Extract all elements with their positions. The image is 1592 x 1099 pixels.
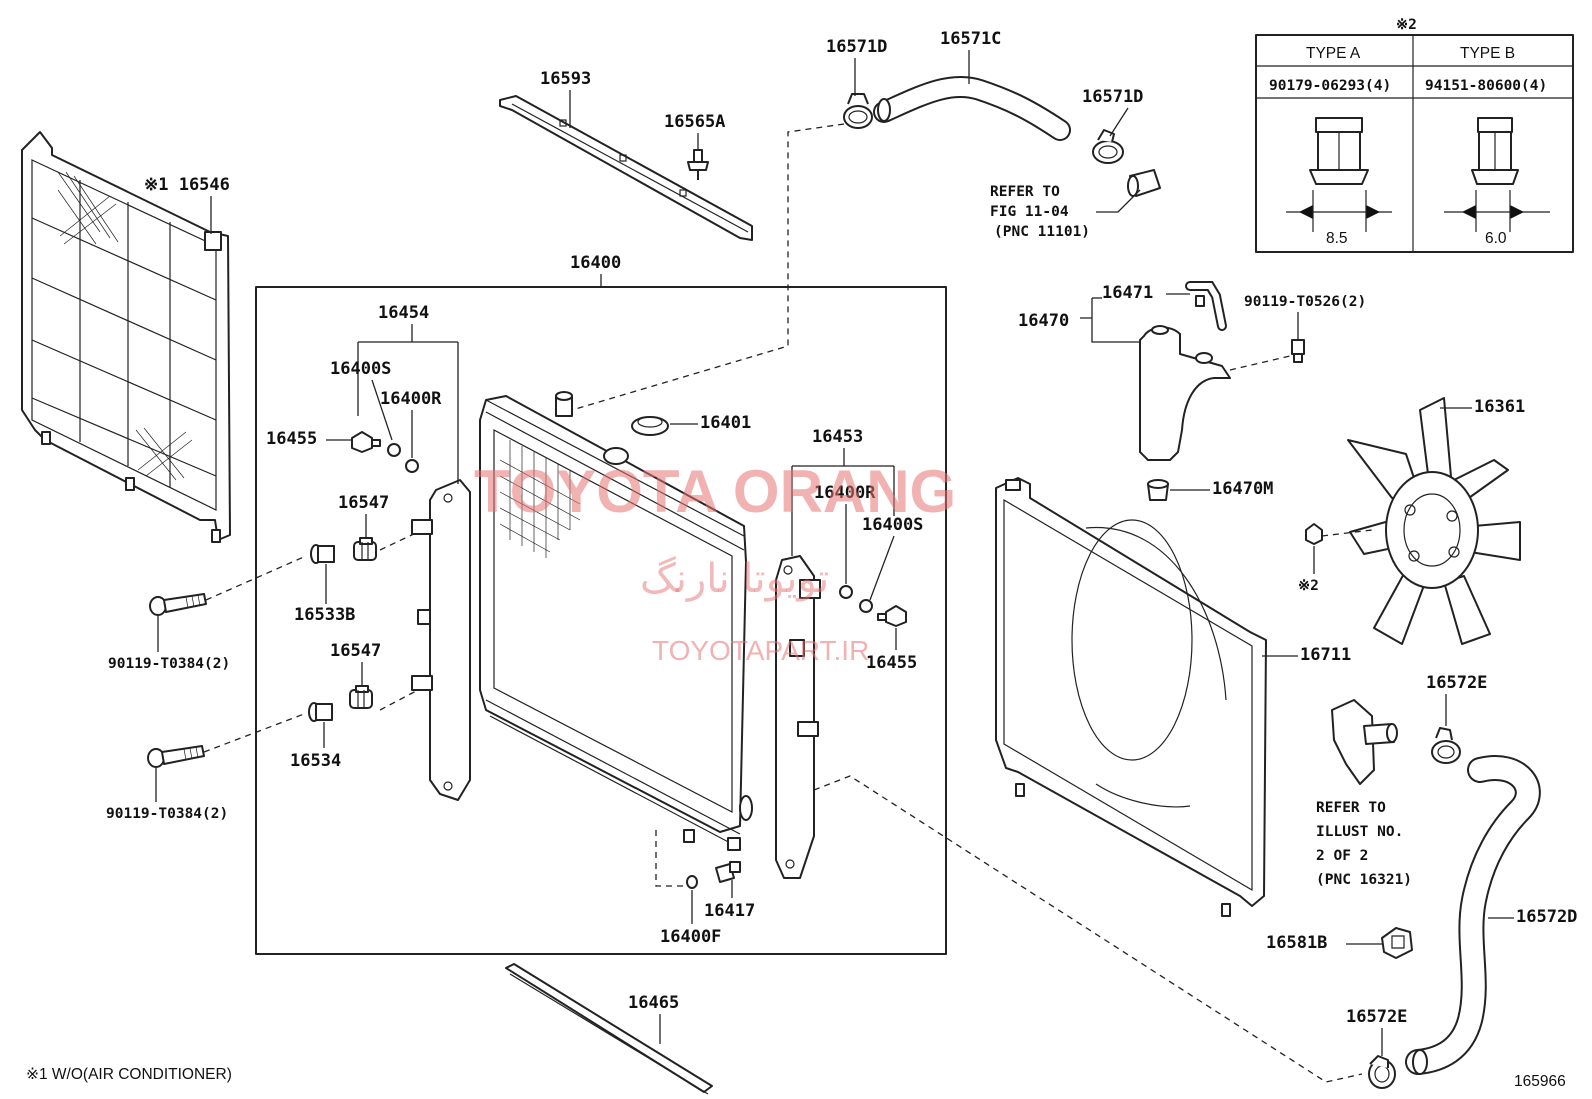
- bolt-90119-T0384-bottom: [147, 745, 205, 768]
- label-bolt-reservoir: 90119-T0526(2): [1244, 294, 1366, 310]
- label-16400S-right: 16400S: [862, 515, 923, 535]
- refer-illust-line3: 2 OF 2: [1316, 848, 1368, 864]
- bolt-16455-right: [877, 605, 907, 627]
- hose-clamp-16572E-top: [1431, 727, 1461, 764]
- cooling-fan-16361: [1347, 397, 1521, 645]
- label-bolt-top: 90119-T0384(2): [108, 656, 230, 672]
- label-16400R-right: 16400R: [814, 483, 876, 503]
- watermark: TOYOTA ORANG تویوتا نارنگ TOYOTAPART.IR: [474, 458, 956, 666]
- type-a-part-number: 90179-06293(4): [1269, 78, 1391, 94]
- label-16571C: 16571C: [940, 29, 1001, 49]
- label-16546: ※1 16546: [144, 175, 230, 195]
- label-16572D: 16572D: [1516, 907, 1577, 927]
- seal-16400S-right: [859, 599, 873, 613]
- type-b-dimension: 6.0: [1485, 230, 1507, 247]
- label-16361: 16361: [1474, 397, 1525, 417]
- label-16571D-right: 16571D: [1082, 87, 1143, 107]
- label-16593: 16593: [540, 69, 591, 89]
- bolt-90119-T0526: [1291, 339, 1305, 363]
- hose-clip-16581B: [1381, 927, 1413, 959]
- bolt-90119-T0384-top: [149, 593, 207, 616]
- label-16571D-top: 16571D: [826, 37, 887, 57]
- label-16572E-top: 16572E: [1426, 673, 1487, 693]
- refer-fig-line2: FIG 11-04: [990, 204, 1069, 220]
- water-inlet-fitting: [1331, 699, 1398, 785]
- label-16400R-left: 16400R: [380, 389, 442, 409]
- grommet-16547-bottom: [349, 685, 373, 709]
- watermark-site: TOYOTAPART.IR: [652, 635, 869, 666]
- label-16400: 16400: [570, 253, 621, 273]
- hose-clamp-16571D-right: [1092, 129, 1124, 164]
- seal-strip-16465: [505, 963, 713, 1095]
- figure-number: 165966: [1514, 1073, 1566, 1090]
- label-16453: 16453: [812, 427, 863, 447]
- bolt-16455-left: [351, 431, 381, 453]
- grommet-16547-top: [353, 537, 377, 561]
- label-bolt-bottom: 90119-T0384(2): [106, 806, 228, 822]
- watermark-persian: تویوتا نارنگ: [640, 556, 829, 602]
- type-b-flange-nut-icon: [1471, 117, 1519, 185]
- type-b-header: TYPE B: [1460, 45, 1515, 62]
- clip-16565A: [687, 149, 709, 180]
- fan-shroud-16711: [995, 477, 1267, 917]
- label-16470M: 16470M: [1212, 479, 1273, 499]
- label-16547-bottom: 16547: [330, 641, 381, 661]
- label-16534: 16534: [290, 751, 341, 771]
- fan-nut-note2: [1305, 523, 1323, 545]
- label-16455-left: 16455: [266, 429, 317, 449]
- coolant-reservoir-16470: [1139, 325, 1231, 461]
- label-16471: 16471: [1102, 283, 1153, 303]
- label-16465: 16465: [628, 993, 679, 1013]
- refer-illust-line2: ILLUST NO.: [1316, 824, 1403, 840]
- watermark-brand: TOYOTA ORANG: [474, 458, 956, 525]
- radiator-cap-16401: [631, 416, 669, 436]
- label-16572E-bottom: 16572E: [1346, 1007, 1407, 1027]
- radiator-side-bracket-16453: [775, 555, 821, 879]
- seal-16400R-left: [405, 459, 419, 473]
- reservoir-cap-16471: [1185, 281, 1227, 331]
- type-a-flange-nut-icon: [1309, 117, 1369, 185]
- label-16547-top: 16547: [338, 493, 389, 513]
- upper-radiator-hose-16571C: [873, 75, 1071, 141]
- label-16455-right: 16455: [866, 653, 917, 673]
- refer-fig-line1: REFER TO: [990, 184, 1060, 200]
- nut-type-table: ※2 TYPE A TYPE B 90179-06293(4) 94151-80…: [1255, 17, 1574, 253]
- label-16711: 16711: [1300, 645, 1351, 665]
- label-16533B: 16533B: [294, 605, 355, 625]
- refer-fig-line3: (PNC 11101): [994, 224, 1090, 240]
- label-16400S-left: 16400S: [330, 359, 391, 379]
- label-16401: 16401: [700, 413, 751, 433]
- label-16400F: 16400F: [660, 927, 721, 947]
- collar-16534: [308, 702, 333, 722]
- hose-clamp-16572E-bottom: [1368, 1055, 1396, 1089]
- label-16454: 16454: [378, 303, 429, 323]
- label-16581B: 16581B: [1266, 933, 1327, 953]
- seal-16400S-left: [387, 443, 401, 457]
- table-note-label: ※2: [1396, 17, 1417, 33]
- type-a-header: TYPE A: [1306, 45, 1361, 62]
- radiator-upper-support-16593: [499, 95, 753, 241]
- type-b-part-number: 94151-80600(4): [1425, 78, 1547, 94]
- hose-clamp-16571D-top: [843, 93, 873, 129]
- reservoir-mount-16470M: [1147, 479, 1169, 501]
- refer-illust-line1: REFER TO: [1316, 800, 1386, 816]
- label-16417: 16417: [704, 901, 755, 921]
- seal-16400R-right: [839, 585, 853, 599]
- radiator-grille-16546: [21, 131, 231, 543]
- footnote-air-conditioner: ※1 W/O(AIR CONDITIONER): [26, 1066, 232, 1083]
- radiator-side-bracket-16454: [411, 479, 471, 801]
- radiator-core: [479, 391, 753, 851]
- engine-water-outlet-stub: [1127, 169, 1161, 197]
- lower-radiator-hose-16572D: [1405, 755, 1541, 1075]
- drain-cock-16417: [715, 861, 741, 883]
- label-fan-note2: ※2: [1298, 578, 1319, 594]
- refer-illust-line4: (PNC 16321): [1316, 872, 1412, 888]
- label-16565A: 16565A: [664, 112, 725, 132]
- o-ring-16400F: [686, 875, 698, 889]
- label-16470: 16470: [1018, 311, 1069, 331]
- type-a-dimension: 8.5: [1326, 230, 1348, 247]
- collar-16533B: [310, 544, 335, 564]
